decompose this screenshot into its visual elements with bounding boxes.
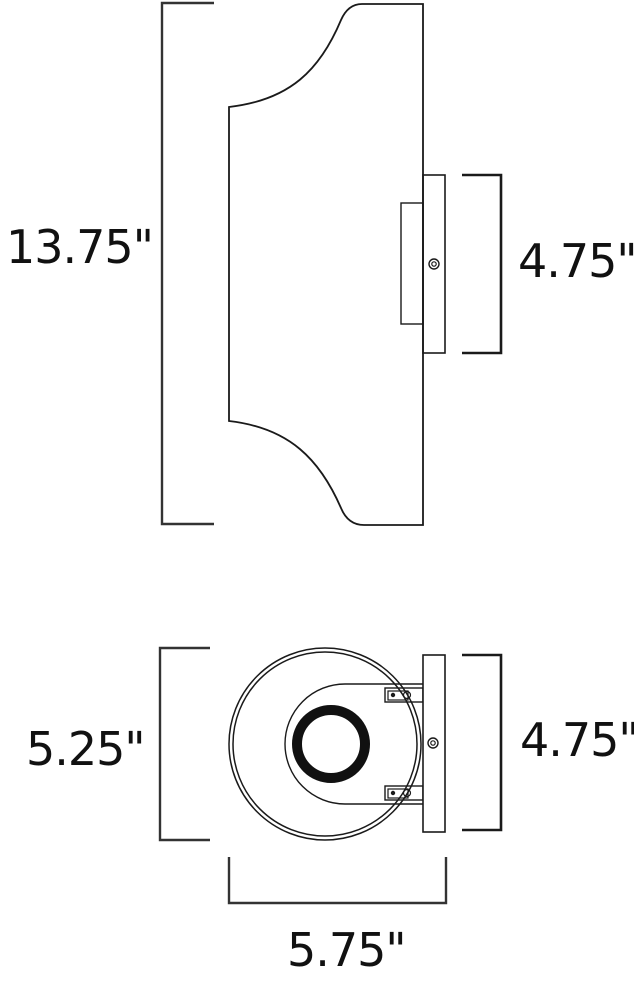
top-view <box>158 646 503 905</box>
depth-dimension-bracket <box>158 646 210 842</box>
fixture-body-outline <box>228 3 424 526</box>
side-height-label: 13.75" <box>6 220 154 274</box>
shade-outer-ring <box>228 647 422 841</box>
backplate-dimension-bracket-top <box>462 653 503 832</box>
height-dimension-bracket <box>160 1 214 526</box>
top-backplate-label: 4.75" <box>520 713 634 767</box>
screw-icon <box>427 737 439 749</box>
backplate <box>422 174 446 354</box>
side-backplate-label: 4.75" <box>518 234 634 288</box>
top-width-label: 5.75" <box>287 923 407 977</box>
backplate-top <box>422 654 446 833</box>
width-dimension-bracket <box>227 857 448 905</box>
mounting-bracket <box>400 202 424 325</box>
backplate-dimension-bracket <box>462 173 503 355</box>
screw-icon <box>428 258 440 270</box>
light-aperture-ring <box>292 705 370 783</box>
side-view <box>160 1 503 526</box>
mounting-arm <box>284 683 423 805</box>
top-depth-label: 5.25" <box>26 722 146 776</box>
